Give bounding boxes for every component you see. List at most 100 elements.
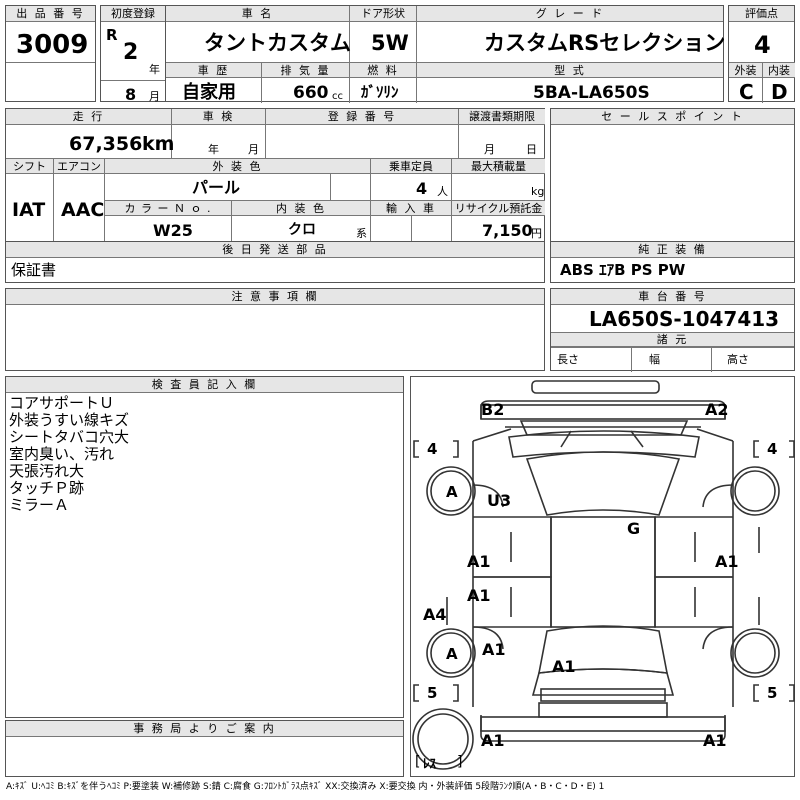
transfer-deadline-label: 譲渡書類期限 bbox=[459, 109, 545, 125]
equipment: ABS ｴｱB PS PW bbox=[560, 261, 686, 279]
damage-rear-left: A1 bbox=[482, 640, 506, 659]
aircon-label: エアコン bbox=[54, 158, 104, 174]
spec-label: 諸 元 bbox=[551, 332, 794, 347]
inspector-line: シートタバコ穴大 bbox=[9, 428, 130, 446]
interior-color-label: 内 装 色 bbox=[232, 200, 370, 216]
displacement-label: 排 気 量 bbox=[262, 62, 349, 78]
tread-rear-left: 5 bbox=[427, 684, 438, 702]
office-info-cell: 事 務 局 よ り ご 案 内 bbox=[5, 720, 404, 777]
vehicle-info-block: 車 名 ドア形状 グ レ ー ド タントカスタム 5W カスタムRSセレクション… bbox=[166, 5, 726, 103]
fuel: ｶﾞｿﾘﾝ bbox=[361, 83, 399, 101]
mileage: 67,356 bbox=[69, 133, 143, 155]
width-label: 幅 bbox=[649, 353, 660, 366]
transfer-day-unit: 日 bbox=[526, 143, 537, 156]
lot-number-label: 出 品 番 号 bbox=[6, 6, 95, 22]
aircon: AAC bbox=[61, 199, 105, 221]
tread-front-right: 4 bbox=[767, 440, 778, 458]
grade: カスタムRSセレクション bbox=[484, 31, 726, 55]
damage-diagram: B2 A2 4 4 A U3 G A1 A1 A1 A4 A A1 A1 5 5… bbox=[410, 376, 795, 777]
damage-rear-left-quarter: A4 bbox=[423, 605, 447, 624]
spare-tire-mark: ﾚｽ bbox=[423, 757, 436, 772]
wheel-front-left-mark: A bbox=[446, 483, 458, 501]
type-label: 型 式 bbox=[417, 62, 723, 78]
damage-fender: U3 bbox=[487, 491, 512, 510]
spare-tire-bracket: ] bbox=[457, 754, 463, 770]
exterior-color: パール bbox=[192, 178, 241, 197]
later-parts-label: 後 日 発 送 部 品 bbox=[6, 242, 544, 258]
era: R bbox=[106, 26, 118, 44]
damage-rear-center: A1 bbox=[552, 657, 576, 676]
displacement: 660 bbox=[293, 83, 329, 103]
inspector-line: 外装うすい線キズ bbox=[9, 411, 130, 429]
equipment-label: 純 正 装 備 bbox=[551, 242, 794, 258]
capacity-unit: 人 bbox=[437, 185, 448, 198]
inspector-line: 天張汚れ大 bbox=[9, 462, 85, 480]
displacement-unit: cc bbox=[332, 91, 343, 102]
model-type: 5BA-LA650S bbox=[533, 83, 650, 103]
inspector-line: ミラーＡ bbox=[9, 496, 70, 514]
capacity: 4 bbox=[416, 179, 428, 198]
notes-cell: 注 意 事 項 欄 bbox=[5, 288, 545, 371]
damage-front-left: B2 bbox=[481, 400, 505, 419]
mileage-unit: km bbox=[142, 133, 175, 155]
recycle-unit: 円 bbox=[531, 227, 542, 240]
sales-point-cell: セ ー ル ス ポ イ ン ト bbox=[550, 108, 795, 242]
inspector-line: タッチＰ跡 bbox=[9, 479, 85, 497]
height-label: 高さ bbox=[727, 353, 749, 366]
later-parts-cell: 後 日 発 送 部 品 保証書 bbox=[5, 241, 545, 283]
detail-block: 走 行 車 検 登 録 番 号 譲渡書類期限 67,356 km 年 月 月 日… bbox=[5, 108, 545, 243]
first-registration-label: 初度登録 bbox=[101, 6, 165, 22]
recycle-fee: 7,150 bbox=[482, 221, 533, 240]
inspection-label: 車 検 bbox=[172, 109, 265, 125]
month-unit: 月 bbox=[149, 90, 160, 103]
office-info-label: 事 務 局 よ り ご 案 内 bbox=[6, 721, 403, 737]
year-unit: 年 bbox=[149, 63, 160, 76]
interior-grade: D bbox=[771, 80, 788, 104]
model-name-label: 車 名 bbox=[166, 6, 349, 22]
color-no: W25 bbox=[153, 221, 193, 240]
legend: A:ｷｽﾞ U:ﾍｺﾐ B:ｷｽﾞを伴うﾍｺﾐ P:要塗装 W:補修跡 S:錆 … bbox=[6, 782, 605, 792]
score-cell: 評価点 4 外装 内装 C D bbox=[728, 5, 795, 104]
score-label: 評価点 bbox=[729, 6, 794, 22]
color-label: 外 装 色 bbox=[105, 158, 370, 174]
spare-tire-bracket: [ bbox=[415, 754, 421, 770]
reg-no-label: 登 録 番 号 bbox=[266, 109, 458, 125]
tread-rear-right: 5 bbox=[767, 684, 778, 702]
grade-label: グ レ ー ド bbox=[417, 6, 723, 22]
exterior-label: 外装 bbox=[729, 62, 762, 78]
damage-front-right-door: A1 bbox=[715, 552, 739, 571]
inspection-year-unit: 年 bbox=[208, 143, 219, 156]
lot-number: 3009 bbox=[16, 30, 89, 60]
sales-point-label: セ ー ル ス ポ イ ン ト bbox=[551, 109, 794, 125]
damage-rear-bumper-right: A1 bbox=[703, 731, 727, 750]
shift-label: シフト bbox=[6, 158, 53, 174]
score: 4 bbox=[754, 31, 771, 59]
equipment-cell: 純 正 装 備 ABS ｴｱB PS PW bbox=[550, 241, 795, 283]
chassis-cell: 車 台 番 号 LA650S-1047413 諸 元 長さ 幅 高さ bbox=[550, 288, 795, 372]
capacity-label: 乗車定員 bbox=[371, 158, 451, 174]
inspector-notes: コアサポートＵ 外装うすい線キズ シートタバコ穴大 室内臭い、汚れ 天張汚れ大 … bbox=[9, 395, 129, 514]
chassis-number: LA650S-1047413 bbox=[589, 307, 780, 331]
lot-number-cell: 出 品 番 号 3009 bbox=[5, 5, 96, 102]
inspector-cell: 検 査 員 記 入 欄 コアサポートＵ 外装うすい線キズ シートタバコ穴大 室内… bbox=[5, 376, 404, 718]
shift: IAT bbox=[12, 199, 46, 221]
door-type: 5W bbox=[371, 31, 409, 55]
door-label: ドア形状 bbox=[350, 6, 416, 22]
damage-rear-left-door: A1 bbox=[467, 586, 491, 605]
interior-label: 内装 bbox=[763, 62, 795, 78]
history: 自家用 bbox=[182, 82, 236, 103]
color-no-label: カ ラ ー Ｎ ｏ . bbox=[105, 200, 231, 216]
wheel-rear-left-mark: A bbox=[446, 645, 458, 663]
load-label: 最大積載量 bbox=[452, 158, 545, 174]
damage-front-right: A2 bbox=[705, 400, 729, 419]
length-label: 長さ bbox=[557, 353, 579, 366]
recycle-label: リサイクル預託金 bbox=[452, 200, 545, 216]
inspector-line: 室内臭い、汚れ bbox=[9, 445, 115, 463]
tread-front-left: 4 bbox=[427, 440, 438, 458]
notes-label: 注 意 事 項 欄 bbox=[6, 289, 544, 305]
later-parts: 保証書 bbox=[11, 261, 57, 279]
reg-year: 2 bbox=[123, 40, 139, 65]
car-outline-diagram bbox=[412, 380, 795, 770]
transfer-month-unit: 月 bbox=[484, 143, 495, 156]
fuel-label: 燃 料 bbox=[350, 62, 416, 78]
